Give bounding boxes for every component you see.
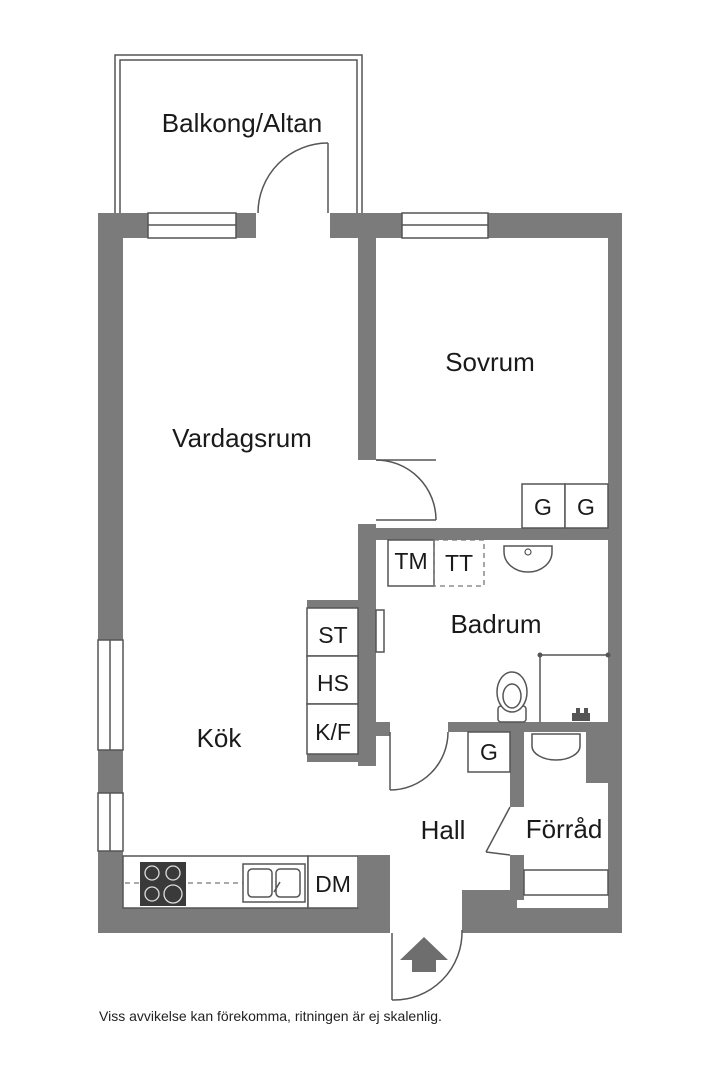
shower-mixer-icon xyxy=(572,708,590,721)
storage-label: Förråd xyxy=(526,814,603,844)
storage-door xyxy=(485,806,511,856)
wardrobe-label-1: G xyxy=(534,494,552,520)
bathroom-mirror-cabinet xyxy=(375,609,385,653)
interior-walls xyxy=(358,238,612,900)
freezer-label: ST xyxy=(318,622,347,648)
kitchen-sink-icon xyxy=(242,863,306,903)
washer-dryer-units xyxy=(387,539,485,587)
bathroom-door xyxy=(389,731,449,791)
hall-label: Hall xyxy=(421,815,466,845)
window-living-top xyxy=(147,212,237,239)
living-room-label: Vardagsrum xyxy=(172,423,312,453)
window-kitchen-left-1 xyxy=(97,639,124,751)
toilet-icon xyxy=(496,671,528,723)
storage-fixtures xyxy=(523,733,609,896)
stove-icon xyxy=(140,862,186,906)
bedroom-wardrobes xyxy=(521,483,609,529)
entrance-arrow-icon xyxy=(400,937,448,972)
hall-wardrobe-label: G xyxy=(480,739,498,765)
washer-label: TM xyxy=(394,548,427,574)
dishwasher-label: DM xyxy=(315,871,351,897)
balcony-door xyxy=(256,142,330,238)
fridge-freezer-label: K/F xyxy=(315,719,351,745)
kitchen-label: Kök xyxy=(197,723,243,753)
disclaimer-text: Viss avvikelse kan förekomma, ritningen … xyxy=(99,1008,442,1024)
shower-area xyxy=(537,652,611,722)
bathroom-label: Badrum xyxy=(450,609,541,639)
hall-wardrobe xyxy=(467,731,511,773)
dryer-label: TT xyxy=(445,550,473,576)
bedroom-door xyxy=(358,459,437,524)
window-kitchen-left-2 xyxy=(97,792,124,852)
kitchen-tall-cabinets xyxy=(306,600,359,762)
wardrobe-label-2: G xyxy=(577,494,595,520)
window-bedroom-top xyxy=(401,212,489,239)
entrance-door xyxy=(390,908,463,1001)
tall-cabinet-label: HS xyxy=(317,670,349,696)
sink-icon xyxy=(503,545,553,573)
balcony-label: Balkong/Altan xyxy=(162,108,322,138)
bedroom-label: Sovrum xyxy=(445,347,535,377)
